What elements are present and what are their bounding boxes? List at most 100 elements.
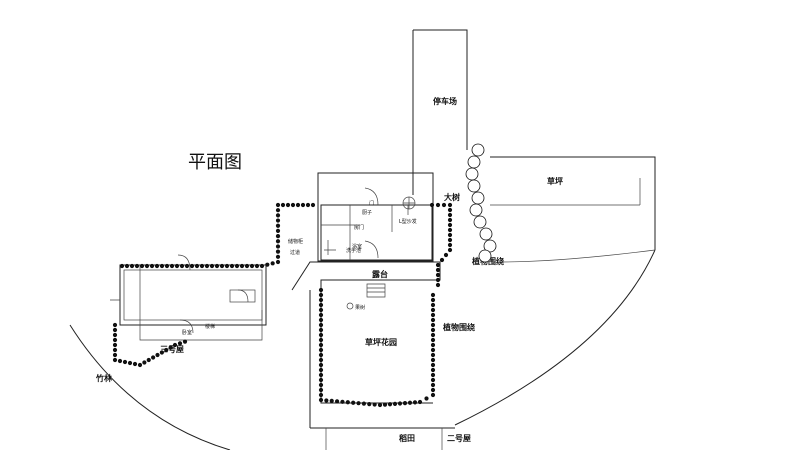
hedge-shrub [318,297,324,303]
hedge-shrub [310,202,316,208]
hedge-shrub [290,202,296,208]
hedge-shrub [112,342,118,348]
hedge-shrub [159,350,164,355]
hedge-shrub [142,360,147,365]
hedge-shrub [430,317,436,323]
sink-label: 洗手池 [346,247,361,254]
hedge-shrub [430,347,436,353]
hedge-shrub [435,267,441,273]
bamboo-label: 竹林 [95,373,112,383]
hedge-shrub [334,399,340,404]
closet-label: 储物柜 [288,238,303,245]
hedge-shrub [239,263,245,269]
main-house: 门 厨子 L型沙发 房门 浴室 洗手池 储物柜 过道 [288,172,434,262]
hedge-shrub [439,257,445,263]
hedge-shrub [224,263,230,269]
hedge-shrub [447,227,453,233]
hedge-shrub [155,352,160,358]
hedge-shrub [137,362,143,368]
hedge-shrub [318,337,324,343]
hedge-shrub [435,282,441,288]
hedge-shrub [265,262,270,267]
inner-door-label: 房门 [354,224,364,231]
hedge-shrub [168,345,173,350]
hedge-shrub [417,399,423,405]
hedge-shrub [275,218,281,223]
hedge-shrub [367,401,372,407]
trees [465,143,497,263]
parking-label: 停车场 [433,96,457,106]
hedge-shrub [214,263,220,269]
hedge-shrub [318,307,324,313]
tree [467,179,481,193]
hedge-shrub [244,263,250,269]
hedge-shrub [229,263,235,269]
hedges [112,202,453,408]
hedge-shrub [447,202,453,208]
hedge-shrub [254,263,260,269]
hedge-shrub [112,352,118,358]
hedge-shrub [259,263,265,269]
hedge-shrub [275,249,281,254]
tree [483,239,497,253]
hedge-shrub [275,223,281,228]
hedge-shrub [318,377,324,383]
hedge-shrub [318,292,324,298]
hedge-shrub [430,382,436,388]
hedge-shrub [112,322,118,328]
hedge-shrub [329,398,334,404]
hedge-shrub [430,377,436,383]
lawn-area: 草坪 [490,156,656,250]
hedge-shrub [377,402,383,408]
bamboo-curve [69,324,231,450]
hedge-shrub [275,244,281,249]
hedge-shrub [189,263,195,269]
hedge-shrub [122,359,128,365]
hedge-shrub [318,347,324,353]
hedge-shrub [129,263,135,269]
hedge-shrub [430,337,436,343]
hedge-shrub [443,252,449,258]
hedge-shrub [179,263,185,269]
hedge-shrub [430,357,436,363]
hedge-shrub [430,342,436,348]
hedge-shrub [430,372,436,378]
hedge-shrub [318,332,324,338]
hedge-shrub [447,217,453,223]
hedge-shrub [447,242,453,248]
hedge-shrub [430,387,436,393]
stair-label: 楼梯 [205,323,215,330]
hedge-shrub [154,263,160,269]
tree [471,191,485,205]
hedge-shrub [412,400,418,405]
hedge-shrub [356,401,361,406]
hedge-shrub [430,392,436,398]
hedge-shrub [280,202,286,208]
hedge-shrub [447,232,453,238]
hedge-shrub [318,397,324,403]
hedge-shrub [149,263,155,269]
hedge-shrub [119,263,125,269]
hedge-shrub [361,401,367,406]
hedge-shrub [132,361,138,367]
hedge-shrub [430,362,436,368]
terrace-label: 露台 [372,269,388,279]
hedge-shrub [318,387,324,393]
hedge-shrub [447,247,453,253]
hedge-shrub [177,341,183,346]
hedge-shrub [430,307,436,313]
sofa-label: L型沙发 [399,218,417,225]
hedge-shrub [275,259,281,265]
hedge-shrub [318,362,324,368]
hedge-shrub [435,262,441,268]
hedge-shrub [144,263,150,269]
hedge-shrub [441,202,447,208]
plants-side-label: 植物围绕 [442,322,475,332]
hedge-shrub [275,228,281,234]
hedge-shrub [275,208,281,213]
hedge-shrub [159,263,165,269]
hedge-shrub [392,401,398,406]
hedge-shrub [112,337,118,343]
lawn-garden: 果树 草坪花园 [309,290,455,450]
